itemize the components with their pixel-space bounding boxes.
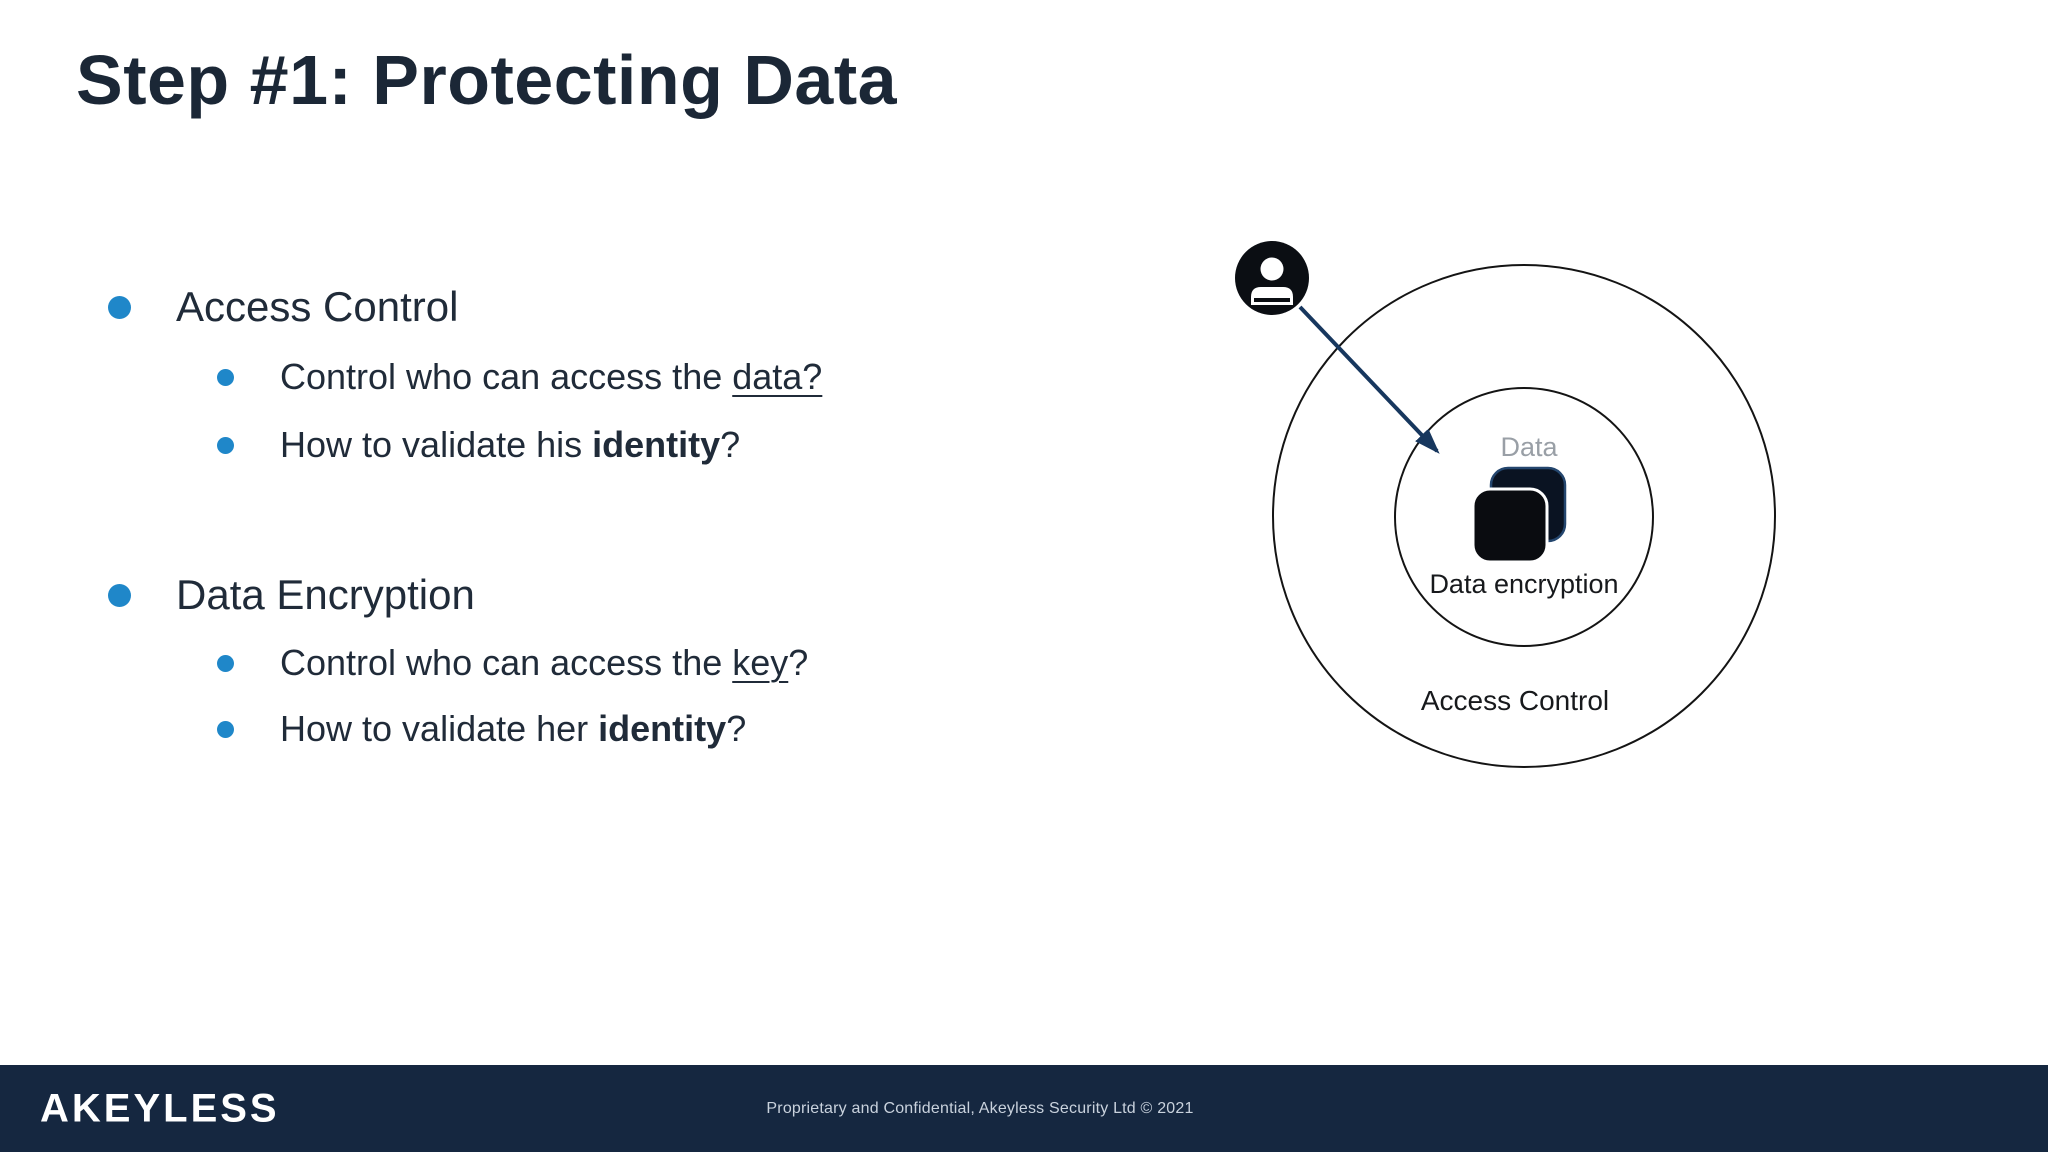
underlined-term: data? — [732, 356, 823, 397]
bullet-item-text: Control who can access the data? — [280, 356, 823, 397]
copy-squares-icon — [1471, 466, 1567, 564]
bullet-heading-label: Data Encryption — [176, 571, 475, 618]
akeyless-logo: AKEYLESS — [40, 1086, 280, 1130]
access-control-label: Access Control — [1421, 685, 1609, 716]
bold-term: identity — [592, 424, 721, 465]
bullet-icon — [217, 654, 234, 672]
bullet-heading-label: Access Control — [176, 283, 459, 330]
bullet-icon — [108, 295, 131, 319]
bullet-item-text: How to validate her identity? — [280, 708, 747, 749]
data-encryption-label: Data encryption — [1429, 569, 1618, 599]
page-title: Step #1: Protecting Data — [76, 41, 898, 119]
bullet-icon — [217, 368, 234, 386]
bullet-heading-access-control: Access Control — [108, 283, 458, 331]
bold-term: identity — [598, 708, 727, 749]
bullet-item-text: How to validate his identity? — [280, 424, 741, 465]
outer-circle-access-control — [1272, 264, 1776, 768]
protection-layers-diagram: Data Data encryption Access Control — [1235, 241, 1776, 768]
bullet-icon — [217, 720, 234, 738]
bullet-item: How to validate his identity? — [217, 424, 740, 466]
bullet-heading-data-encryption: Data Encryption — [108, 571, 475, 619]
footer-bar: AKEYLESS Proprietary and Confidential, A… — [0, 1065, 2048, 1152]
bullet-item: Control who can access the data? — [217, 356, 822, 398]
inner-circle-data-encryption — [1394, 387, 1654, 647]
user-to-data-arrow — [1298, 305, 1440, 454]
data-label: Data — [1500, 432, 1558, 462]
bullet-icon — [217, 436, 234, 454]
bullet-item-text: Control who can access the key? — [280, 642, 809, 683]
bullet-item: How to validate her identity? — [217, 708, 746, 750]
footer-confidentiality-text: Proprietary and Confidential, Akeyless S… — [766, 1099, 1194, 1117]
bullet-icon — [108, 583, 131, 607]
bullet-item: Control who can access the key? — [217, 642, 808, 684]
user-circle-icon — [1235, 241, 1309, 315]
underlined-term: key — [732, 642, 789, 683]
